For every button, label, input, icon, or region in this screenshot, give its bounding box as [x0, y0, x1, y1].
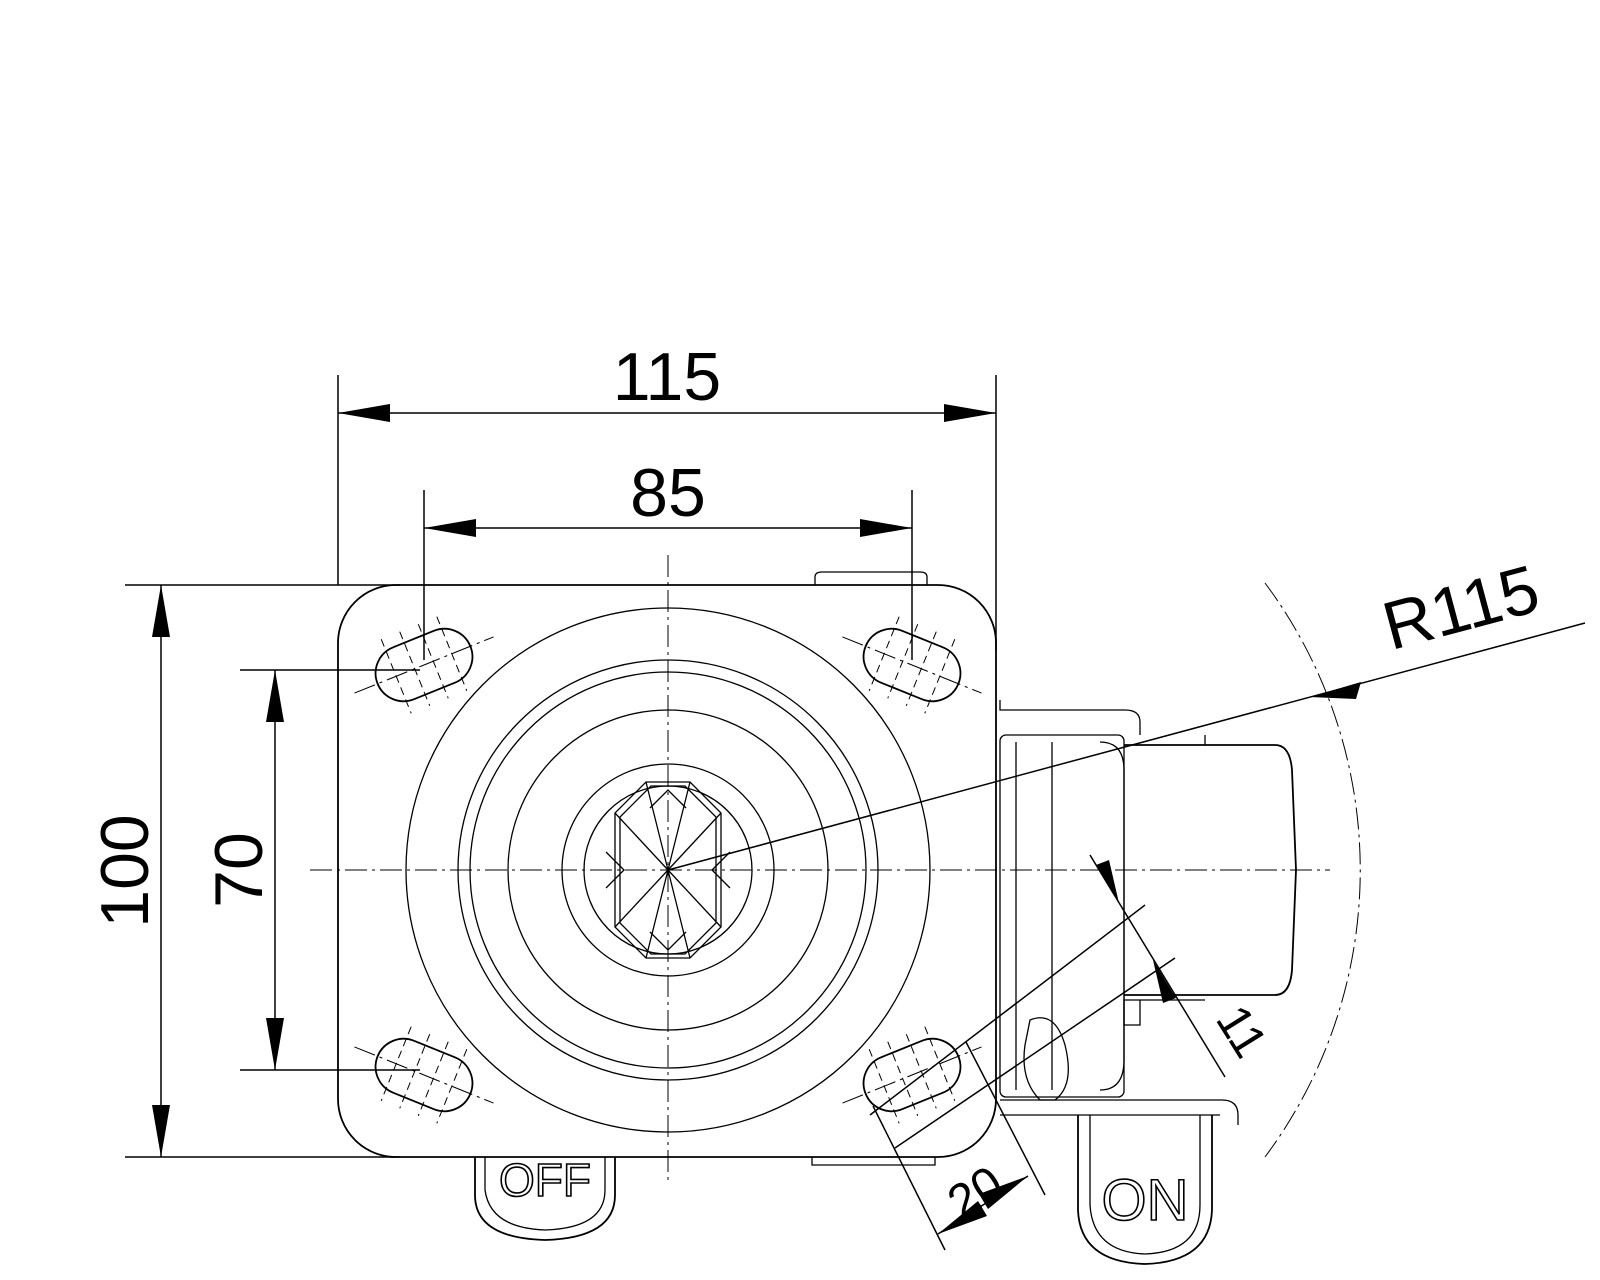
brake-on-label: ON: [1102, 1168, 1189, 1233]
mounting-slots: [354, 616, 982, 1124]
slot-top-left: [354, 616, 494, 714]
brake-off-label: OFF: [499, 1154, 591, 1206]
dim-115-text: 115: [613, 339, 721, 415]
slot-bottom-left: [354, 1026, 494, 1124]
dim-overall-width: 115: [337, 339, 997, 650]
wheel-fork: [999, 700, 1297, 1098]
dim-r115-text: R115: [1375, 551, 1547, 665]
top-plate: [337, 571, 997, 1158]
swivel-radius-arc: [1264, 582, 1361, 1158]
dim-100-text: 100: [87, 814, 163, 927]
dim-85-text: 85: [630, 455, 706, 531]
brake-pedal-on: ON: [1077, 1115, 1213, 1265]
dim-70-text: 70: [201, 832, 277, 908]
dim-hole-spacing-width: 85: [423, 455, 913, 660]
brake-pedal-off: OFF: [474, 1153, 616, 1241]
dim-20-text: 20: [939, 1156, 1013, 1230]
dim-overall-height: 100: [87, 584, 400, 1158]
slot-bottom-right: [842, 1026, 982, 1124]
dim-11-text: 11: [1205, 997, 1276, 1067]
brake-mechanism: [811, 1017, 1239, 1166]
dim-hole-spacing-height: 70: [201, 669, 420, 1071]
dim-slot-width: 11: [869, 854, 1277, 1149]
